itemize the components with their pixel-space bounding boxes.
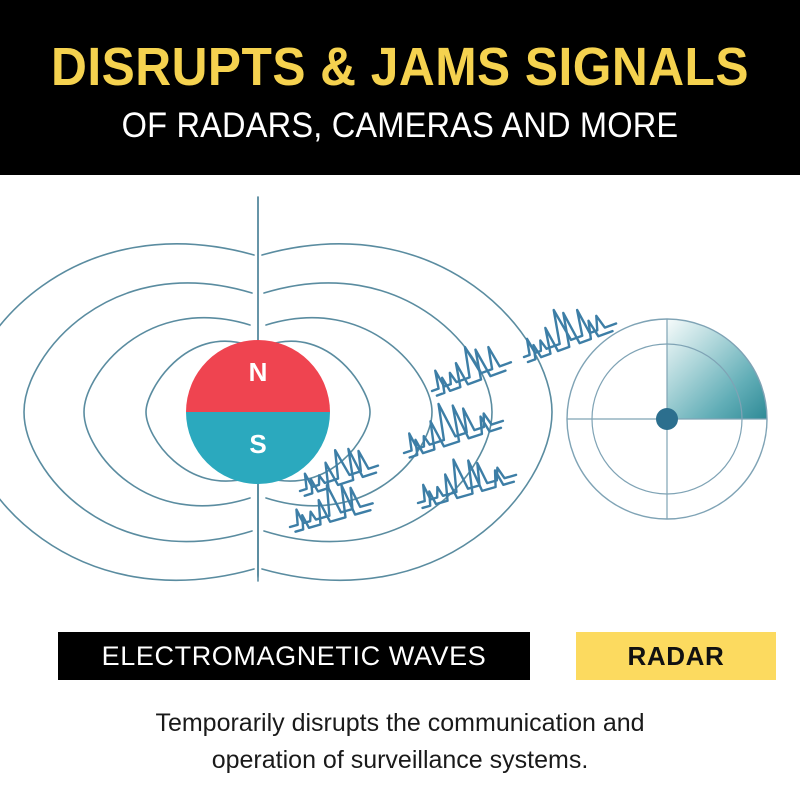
field-loop-left-1 (145, 340, 249, 482)
signal-wave-band-bottom-2 (288, 483, 374, 533)
magnet-south-label: S (249, 429, 266, 459)
field-loop-left-2 (83, 317, 251, 507)
page-title: DISRUPTS & JAMS SIGNALS (51, 37, 749, 97)
footer-description-line-2: operation of surveillance systems. (211, 746, 589, 774)
label-radar-text: RADAR (627, 640, 725, 671)
bar-magnet: N S (186, 340, 330, 484)
radar-center-dot (656, 408, 678, 430)
field-loop-left-4 (0, 243, 255, 581)
magnetic-field-lines (0, 196, 553, 582)
magnet-south-half (186, 412, 330, 484)
signal-wave-band-middle (402, 402, 505, 459)
footer-description-line-1: Temporarily disrupts the communication a… (155, 709, 645, 737)
field-loop-right-3 (263, 282, 493, 543)
radar-sweep-wedge (667, 319, 767, 419)
label-radar: RADAR (576, 632, 776, 680)
page-subtitle: OF RADARS, CAMERAS AND MORE (121, 106, 679, 145)
label-electromagnetic-waves: ELECTROMAGNETIC WAVES (58, 632, 530, 680)
illustration-svg: N S (0, 196, 768, 582)
radar-display (566, 318, 768, 520)
magnet-north-half (186, 340, 330, 412)
field-loop-left-3 (23, 282, 253, 543)
signal-wave-band-bottom (416, 458, 518, 510)
signal-wave-band-top (522, 308, 618, 364)
label-electromagnetic-waves-text: ELECTROMAGNETIC WAVES (101, 640, 487, 671)
illustration-area: N S (0, 175, 800, 625)
jamming-signal-waves (288, 308, 618, 533)
header-banner: DISRUPTS & JAMS SIGNALS OF RADARS, CAMER… (0, 0, 800, 175)
signal-wave-band-top-2 (430, 345, 513, 397)
footer-description: Temporarily disrupts the communication a… (90, 705, 710, 779)
signal-wave-band-middle-2 (298, 447, 380, 497)
field-loop-right-4 (261, 243, 553, 581)
magnet-north-label: N (249, 357, 268, 387)
